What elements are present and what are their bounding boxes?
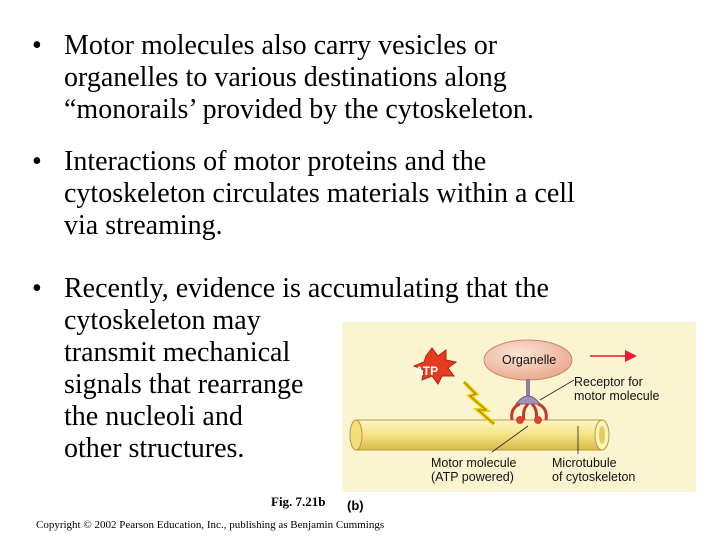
bullet-line: cytoskeleton may — [64, 305, 261, 336]
bullet-line: other structures. — [64, 433, 245, 464]
bullet-line: “monorails’ provided by the cytoskeleton… — [64, 94, 534, 125]
bullet-line: Recently, evidence is accumulating that … — [64, 273, 549, 304]
bullet-line: Motor molecules also carry vesicles or — [64, 30, 498, 61]
receptor-label: motor molecule — [574, 389, 660, 403]
microtubule-label: Microtubule — [552, 456, 617, 470]
atp-label: ATP — [415, 364, 439, 378]
receptor-shape — [514, 379, 542, 405]
bullet-dot: • — [32, 146, 42, 177]
bullet-line: signals that rearrange — [64, 369, 304, 400]
energy-bolt-icon — [462, 380, 496, 426]
atp-burst — [412, 347, 458, 385]
panel-letter: (b) — [347, 498, 364, 513]
microtubule-shape — [349, 419, 610, 451]
figure-caption: Fig. 7.21b — [271, 494, 326, 509]
figure-illustration — [349, 339, 637, 454]
microtubule-label: of cytoskeleton — [552, 470, 636, 484]
motor-molecule-label: (ATP powered) — [431, 470, 514, 484]
bullet-line: the nucleoli and — [64, 401, 243, 432]
receptor-label: Receptor for — [574, 375, 643, 389]
bullet-dot: • — [32, 30, 42, 61]
bullet-line: transmit mechanical — [64, 337, 291, 368]
leader-lines — [491, 379, 579, 454]
organelle-label: Organelle — [502, 353, 557, 367]
copyright-notice: Copyright © 2002 Pearson Education, Inc.… — [36, 519, 385, 531]
bullet-dot: • — [32, 273, 42, 304]
bullet-line: via streaming. — [64, 210, 223, 241]
bullet-line: Interactions of motor proteins and the — [64, 146, 487, 177]
bullet-line: organelles to various destinations along — [64, 62, 507, 93]
motor-protein-figure: ATP Organelle Receptor for motor molecul… — [342, 322, 696, 492]
motor-molecule-label: Motor molecule — [431, 456, 517, 470]
motor-molecule-shape — [510, 402, 548, 424]
bullet-line: cytoskeleton circulates materials within… — [64, 178, 575, 209]
